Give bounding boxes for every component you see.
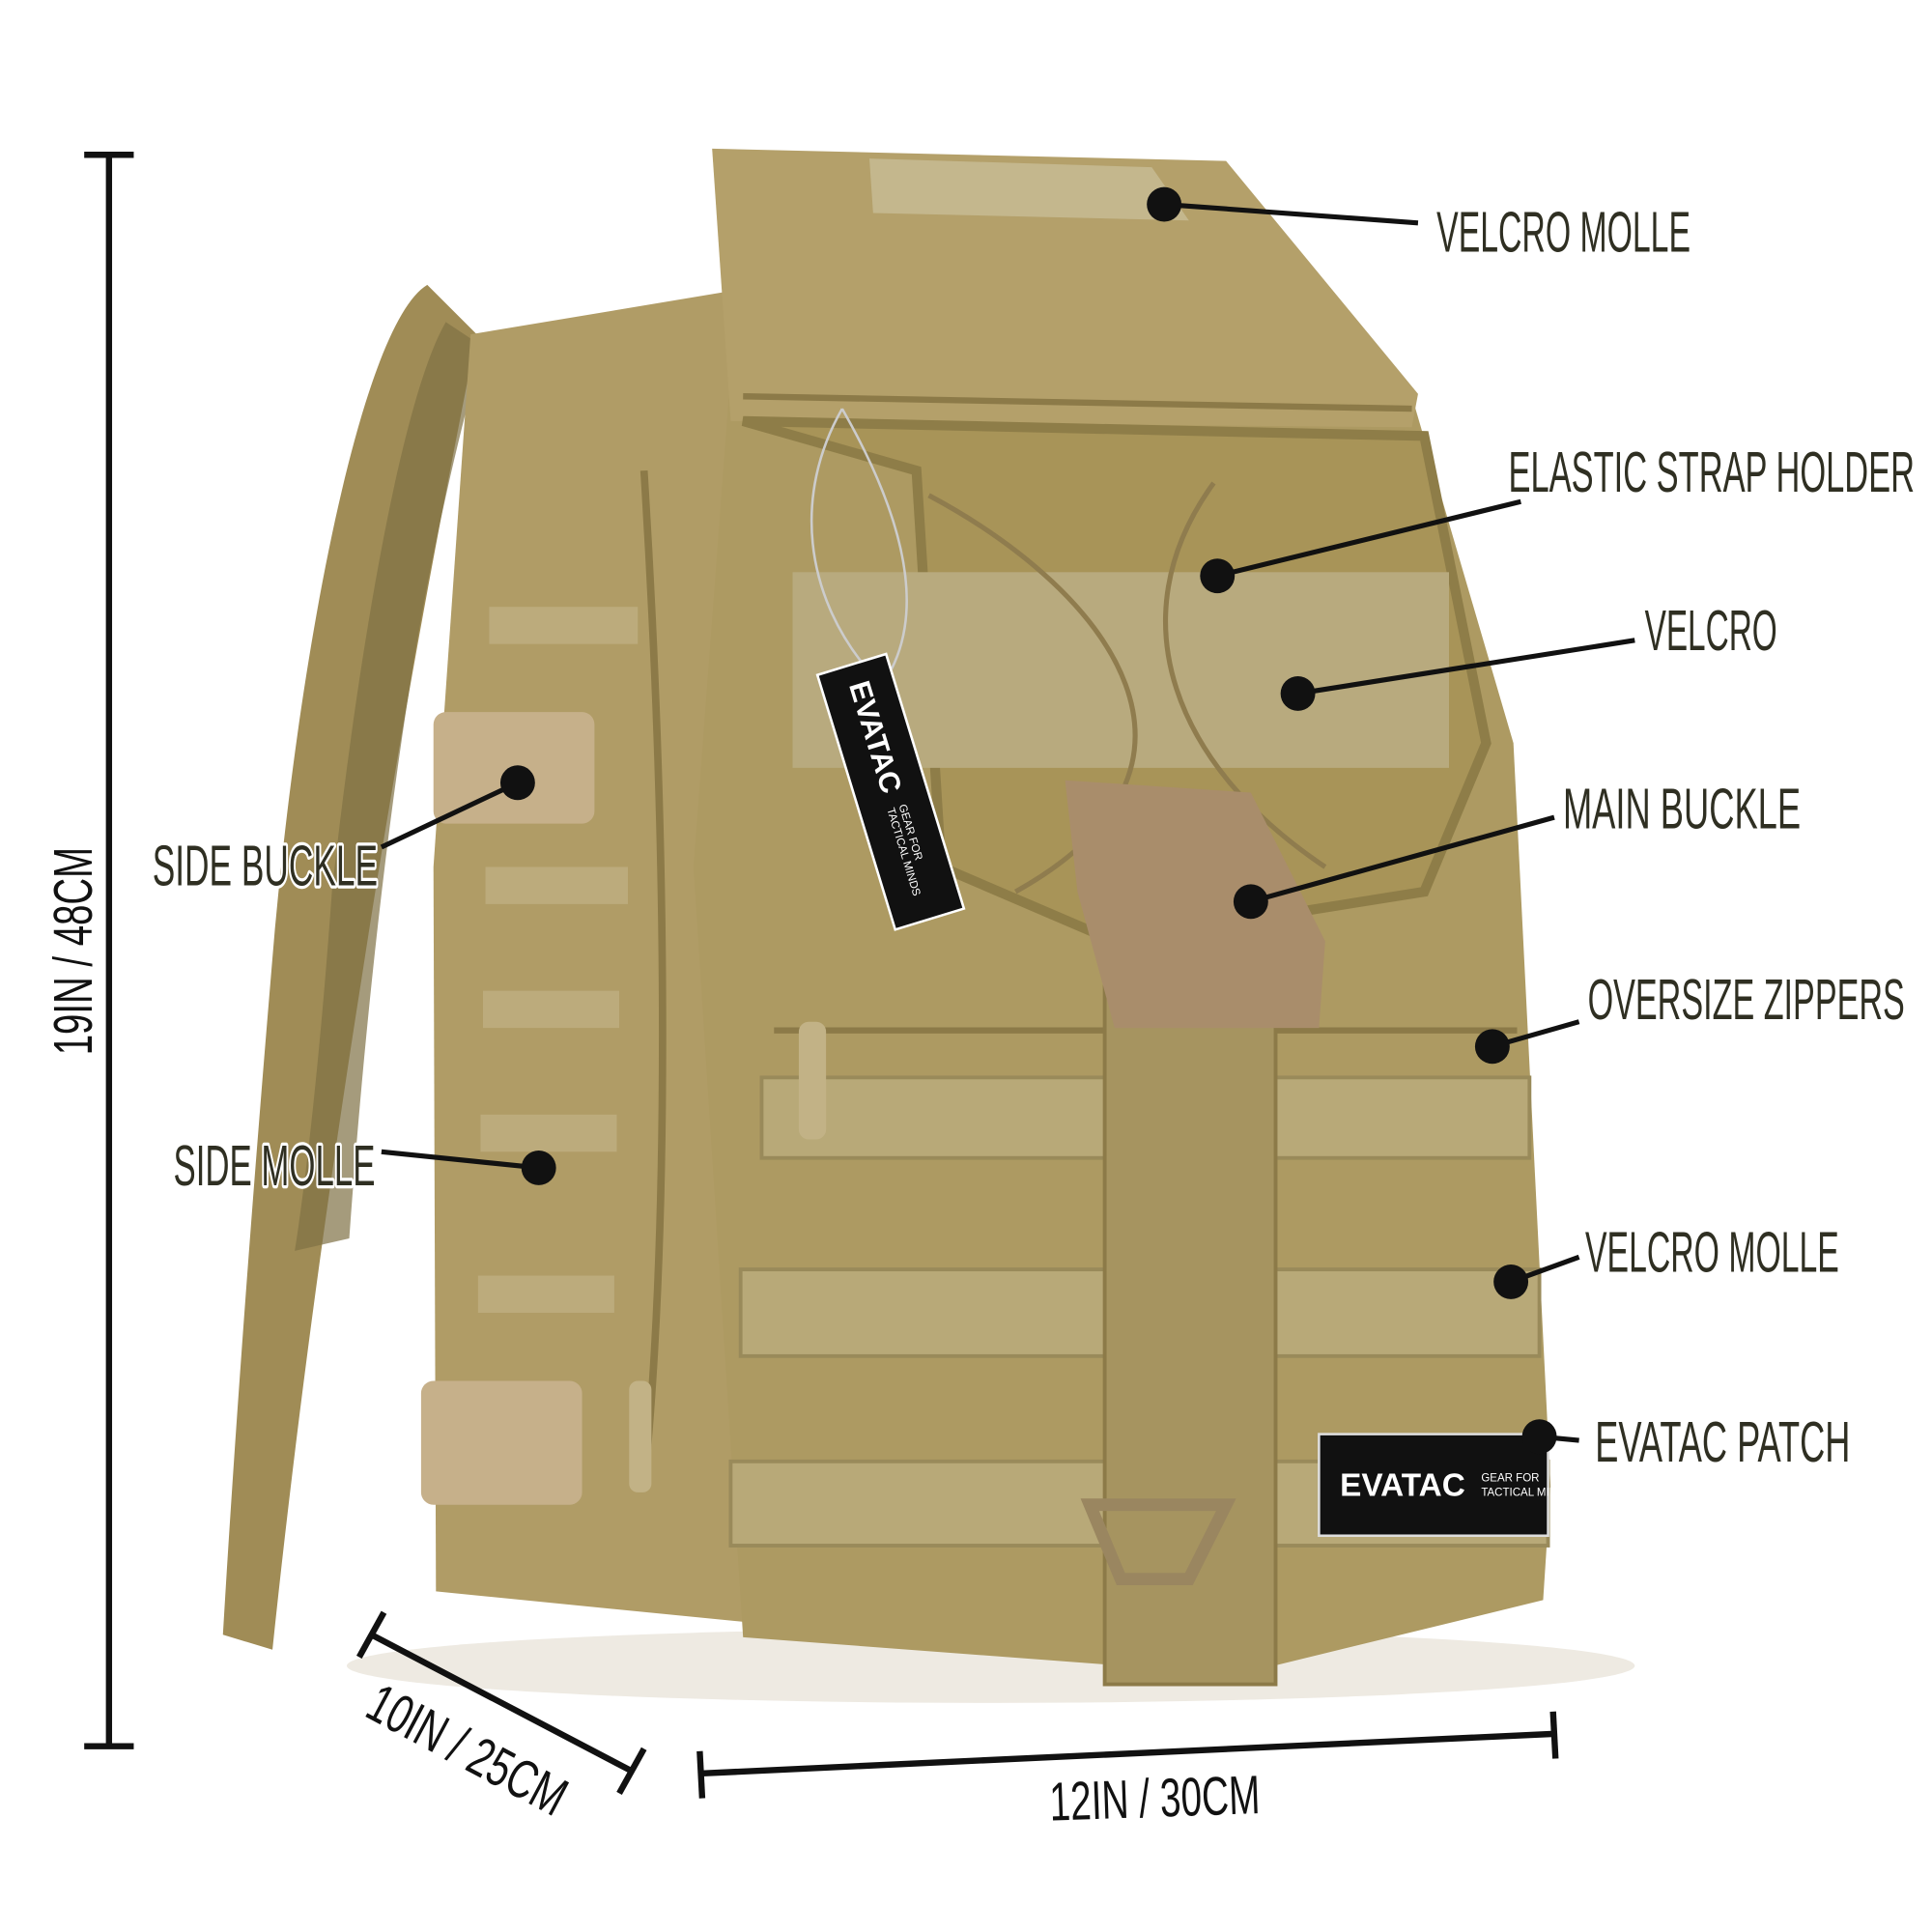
tag-slogan-line2: TACTICAL MINDS bbox=[884, 807, 922, 897]
velcro-panel bbox=[792, 572, 1449, 768]
side-buckle-bottom bbox=[420, 1380, 582, 1505]
callout-label: ELASTIC STRAP HOLDER bbox=[1509, 441, 1916, 504]
side-panel bbox=[433, 291, 750, 1623]
callout-dot bbox=[1521, 1419, 1557, 1455]
hang-tag: EVATAC GEAR FOR TACTICAL MINDS bbox=[815, 652, 966, 931]
patch-slogan-line2: TACTICAL MINDS bbox=[1481, 1488, 1573, 1499]
side-molle-straps bbox=[477, 607, 639, 1313]
backpack-illustration: EVATAC GEAR FOR TACTICAL MINDS EVATAC GE… bbox=[222, 148, 1635, 1703]
callout-dot bbox=[1493, 1264, 1529, 1299]
callout-label: VELCRO MOLLE bbox=[1436, 201, 1690, 264]
callout-label: OVERSIZE ZIPPERS bbox=[1588, 969, 1905, 1032]
callout-label: VELCRO bbox=[1645, 600, 1777, 663]
side-zipper bbox=[639, 469, 667, 1487]
height-dimension: 19IN / 48CM bbox=[43, 152, 134, 1749]
callout-label: SIDE MOLLE bbox=[173, 1135, 375, 1198]
side-buckle-top bbox=[433, 712, 595, 824]
height-label: 19IN / 48CM bbox=[43, 847, 103, 1055]
main-buckle bbox=[1065, 780, 1325, 1029]
callout-dot bbox=[1474, 1029, 1510, 1065]
d-ring bbox=[1080, 1498, 1236, 1586]
side-zipper-pull bbox=[629, 1380, 652, 1492]
callout-dot bbox=[1280, 676, 1316, 711]
depth-dimension: 10IN / 25CM bbox=[355, 1610, 647, 1828]
callout-label: SIDE BUCKLE bbox=[153, 836, 378, 898]
patch-brand-logo: EVATAC bbox=[1340, 1468, 1465, 1504]
center-strap bbox=[1102, 890, 1278, 1687]
callout-label: VELCRO MOLLE bbox=[1585, 1222, 1839, 1285]
tag-brand-logo: EVATAC bbox=[842, 677, 908, 798]
top-zipper bbox=[743, 393, 1412, 412]
callout-label: EVATAC PATCH bbox=[1595, 1411, 1850, 1474]
callout-leaders bbox=[380, 186, 1635, 1455]
evatac-patch: EVATAC GEAR FOR TACTICAL MINDS bbox=[1318, 1433, 1573, 1538]
front-molle-straps bbox=[728, 1075, 1550, 1548]
patch-slogan-line1: GEAR FOR bbox=[1481, 1472, 1539, 1484]
callout-dot bbox=[1147, 186, 1182, 222]
strap-mesh-padding bbox=[295, 322, 483, 1251]
floor-shadow bbox=[346, 1628, 1635, 1703]
callout-labels: VELCRO MOLLE ELASTIC STRAP HOLDER VELCRO… bbox=[149, 198, 1918, 1477]
shoulder-strap bbox=[222, 284, 477, 1650]
width-label: 12IN / 30CM bbox=[1048, 1764, 1261, 1833]
tag-slogan-line1: GEAR FOR bbox=[895, 803, 923, 862]
depth-label: 10IN / 25CM bbox=[357, 1672, 578, 1828]
elastic-cord bbox=[927, 481, 1327, 895]
callout-dot bbox=[521, 1151, 556, 1185]
width-dimension: 12IN / 30CM bbox=[696, 1711, 1559, 1833]
front-body bbox=[693, 371, 1551, 1675]
callout-label: MAIN BUCKLE bbox=[1563, 779, 1801, 841]
callout-dot bbox=[499, 765, 535, 801]
top-velcro-patch bbox=[869, 158, 1189, 221]
callout-dot bbox=[1233, 884, 1268, 920]
tag-wire bbox=[810, 408, 908, 670]
front-flap bbox=[741, 415, 1492, 947]
top-lid bbox=[712, 148, 1418, 428]
zipper-pull bbox=[798, 1021, 827, 1140]
callout-dot bbox=[1200, 558, 1236, 594]
